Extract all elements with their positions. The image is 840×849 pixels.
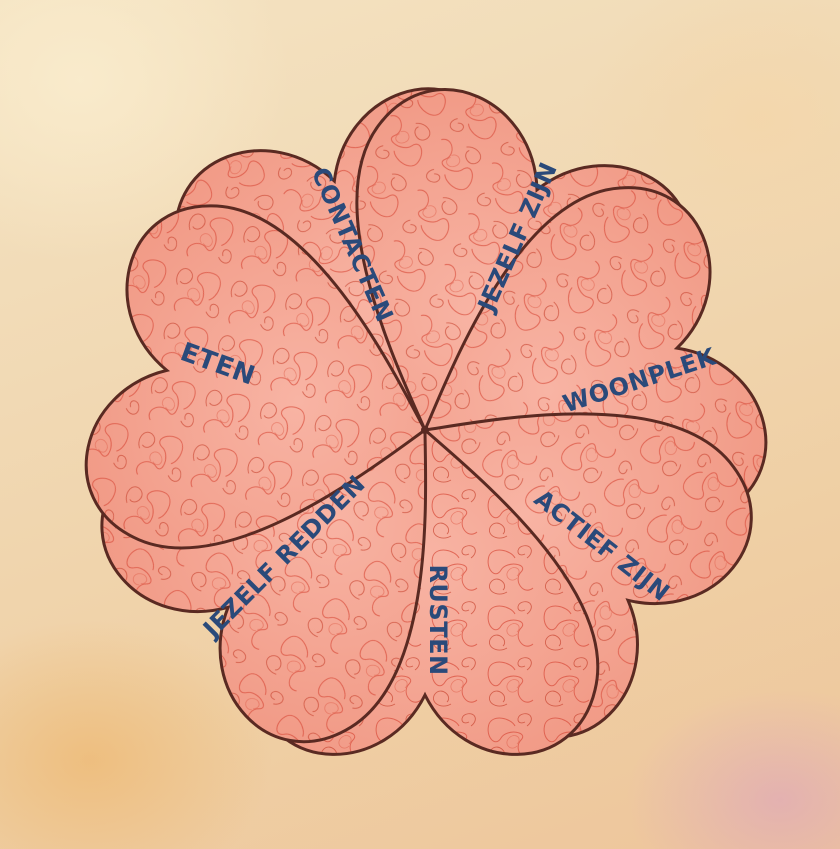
flower-center [421, 426, 429, 434]
label-rusten: RUSTEN [424, 564, 452, 675]
